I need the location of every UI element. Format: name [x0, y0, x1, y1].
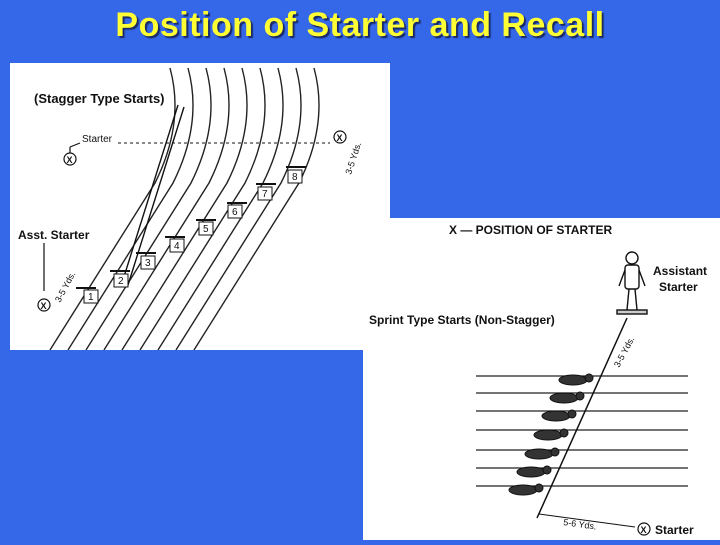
lane-number: 8: [292, 172, 298, 183]
starter-marker-x: X: [641, 525, 647, 535]
distance-starter-label: 5-6 Yds.: [563, 517, 597, 532]
lane-number: 6: [232, 207, 238, 218]
distance-top-label: 3-5 Yds.: [343, 141, 363, 176]
lane-number: 1: [88, 292, 94, 303]
lane-curves: [49, 67, 320, 351]
lane-number: 4: [174, 241, 180, 252]
lane-number: 3: [145, 258, 151, 269]
stagger-diagram-svg: (Stagger Type Starts) Starter X X 3-5 Yd…: [18, 67, 363, 351]
assistant-starter-figure: [616, 251, 648, 315]
distance-bottom-label: 3-5 Yds.: [53, 270, 77, 304]
lane-number: 7: [262, 189, 268, 200]
starter-marker-right: [333, 130, 347, 144]
starter-label: Starter: [655, 523, 694, 537]
lane-number: 2: [118, 276, 124, 287]
distance-assistant-label: 3-5 Yds.: [612, 335, 636, 369]
starter-position-marker: [637, 522, 651, 536]
assistant-label-line2: Starter: [659, 280, 698, 294]
sight-line: [536, 317, 628, 519]
stagger-start-diagram: (Stagger Type Starts) Starter X X 3-5 Yd…: [10, 63, 390, 351]
asst-starter-label: Asst. Starter: [18, 228, 90, 242]
slide-title: Position of Starter and Recall: [115, 6, 605, 44]
starter-marker-right-x: X: [337, 133, 343, 143]
stagger-heading: (Stagger Type Starts): [34, 91, 165, 106]
starter-position-marker: [63, 152, 77, 166]
lane-number-markers: 1 2 3 4 5 6 7 8: [83, 169, 303, 304]
asst-marker-x: X: [41, 301, 47, 311]
sprinter-figures: [508, 373, 594, 496]
sight-lines: [121, 104, 185, 286]
sprint-diagram-svg: X — POSITION OF STARTER Sprint Type Star…: [369, 223, 707, 537]
lane-number: 5: [203, 224, 209, 235]
starter-label: Starter: [82, 134, 113, 145]
asst-starter-position-marker: [37, 298, 51, 312]
assistant-label-line1: Assistant: [653, 264, 707, 278]
sprint-heading: Sprint Type Starts (Non-Stagger): [369, 313, 555, 327]
starter-marker-x: X: [67, 155, 73, 165]
position-legend: X — POSITION OF STARTER: [449, 223, 612, 237]
sprint-start-diagram: X — POSITION OF STARTER Sprint Type Star…: [363, 218, 720, 540]
start-lines: [76, 166, 306, 289]
starter-distance-line: [538, 513, 636, 528]
